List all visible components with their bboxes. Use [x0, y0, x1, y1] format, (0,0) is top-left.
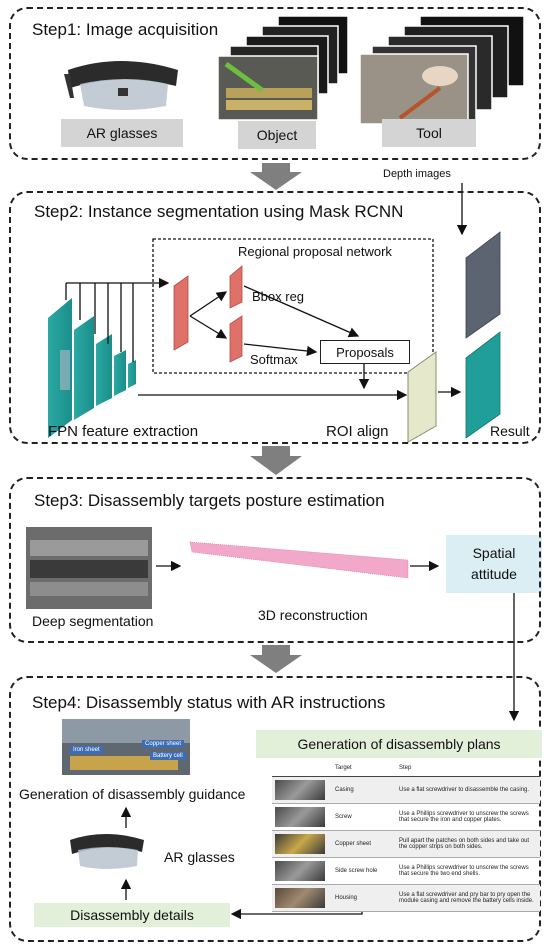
result-output-block	[465, 331, 501, 439]
table-row: Casing Use a flat screwdriver to disasse…	[272, 776, 540, 804]
depth-images-label: Depth images	[383, 168, 451, 180]
row-step: Use a flat screwdriver and pry bar to pr…	[396, 884, 540, 912]
fpn-pyramid	[48, 298, 136, 438]
disassembly-details-label: Disassembly details	[34, 903, 230, 927]
step4-title: Step4: Disassembly status with AR instru…	[32, 693, 386, 712]
ar-glasses-label: AR glasses	[61, 119, 183, 147]
result-mask-block	[465, 231, 501, 339]
table-row: Screw Use a Phillips screwdriver to unsc…	[272, 803, 540, 831]
table-row: Housing Use a flat screwdriver and pry b…	[272, 884, 540, 912]
row-thumbnail	[272, 830, 332, 858]
3d-reconstruction-pointcloud	[189, 541, 409, 579]
row-target: Copper sheet	[332, 830, 396, 858]
table-row: Copper sheet Pull apart the patches on b…	[272, 830, 540, 858]
row-thumbnail	[272, 776, 332, 804]
disassembly-plan-table: Target Step Casing Use a flat screwdrive…	[272, 760, 540, 912]
bbox-reg-label: Bbox reg	[252, 289, 305, 304]
step3-title: Step3: Disassembly targets posture estim…	[34, 491, 385, 510]
row-target: Casing	[332, 776, 396, 804]
ar-tag-iron-sheet: Iron sheet	[70, 746, 103, 754]
ar-tag-copper-sheet: Copper sheet	[142, 740, 185, 748]
ar-tag-battery-cell: Battery cell	[150, 752, 186, 760]
disassembly-plans-label: Generation of disassembly plans	[256, 730, 542, 758]
row-target: Screw	[332, 803, 396, 831]
object-label: Object	[238, 121, 316, 149]
row-thumbnail	[272, 857, 332, 885]
roi-align-block	[407, 351, 437, 443]
softmax-label: Softmax	[250, 352, 298, 367]
step2-title: Step2: Instance segmentation using Mask …	[34, 202, 404, 221]
rpn-blocks	[173, 265, 243, 363]
row-target: Side screw hole	[332, 857, 396, 885]
fpn-connectors	[65, 277, 408, 401]
ar-glasses-label-step4: AR glasses	[164, 849, 235, 865]
row-step: Use a Phillips screwdriver to unscrew th…	[396, 857, 540, 885]
result-label: Result	[490, 423, 530, 439]
guidance-label: Generation of disassembly guidance	[19, 786, 246, 802]
tool-image-stack	[359, 15, 525, 125]
step2-box	[9, 191, 541, 444]
ar-glasses-illustration	[64, 61, 178, 110]
spatial-attitude-box	[446, 535, 542, 593]
flow-arrow-2-3	[250, 446, 302, 475]
rpn-label: Regional proposal network	[238, 244, 392, 259]
deep-segmentation-image	[26, 527, 152, 609]
rpn-box	[152, 238, 434, 374]
table-header-step: Step	[396, 760, 540, 777]
object-image-stack	[217, 15, 349, 121]
step4-box	[9, 676, 541, 942]
deep-segmentation-label: Deep segmentation	[32, 613, 154, 629]
ar-glasses-illustration-step4	[70, 834, 144, 869]
tool-label: Tool	[382, 119, 476, 147]
row-step: Pull apart the patches on both sides and…	[396, 830, 540, 858]
table-header-target: Target	[332, 760, 396, 777]
table-header-image	[272, 760, 332, 777]
fpn-label: FPN feature extraction	[48, 423, 199, 440]
row-thumbnail	[272, 884, 332, 912]
step1-title: Step1: Image acquisition	[32, 20, 219, 39]
row-step: Use a flat screwdriver to disassemble th…	[396, 776, 540, 804]
flow-arrow-3-4	[250, 645, 302, 673]
roi-align-label: ROI align	[326, 423, 389, 440]
3d-reconstruction-label: 3D reconstruction	[258, 607, 368, 623]
spatial-attitude-line1: Spatial	[472, 545, 516, 561]
spatial-attitude-line2: attitude	[471, 566, 517, 582]
step1-box	[9, 7, 541, 160]
flow-arrow-1-2	[250, 163, 302, 190]
table-row: Side screw hole Use a Phillips screwdriv…	[272, 857, 540, 885]
row-thumbnail	[272, 803, 332, 831]
step3-box	[9, 477, 541, 643]
row-step: Use a Phillips screwdriver to unscrew th…	[396, 803, 540, 831]
proposals-box: Proposals	[320, 340, 410, 364]
row-target: Housing	[332, 884, 396, 912]
